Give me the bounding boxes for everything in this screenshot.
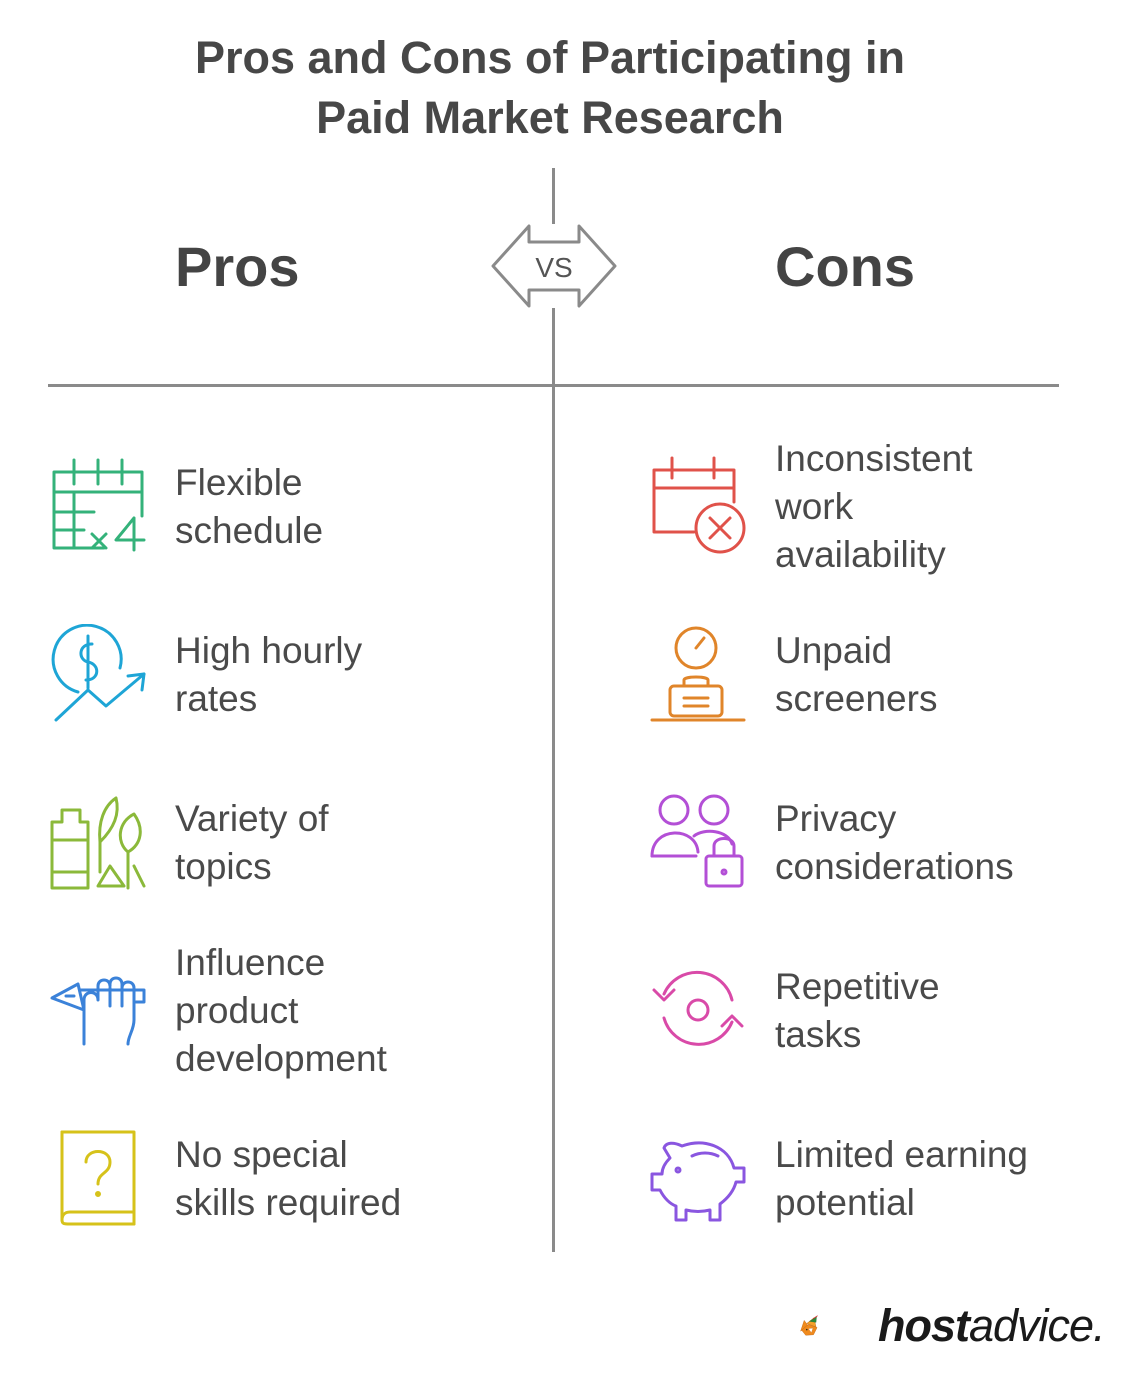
pros-item-influence-product-development: Influence product development xyxy=(175,942,387,1079)
question-book-icon xyxy=(60,1130,136,1226)
vertical-divider-main xyxy=(552,308,555,1252)
logo-bold: host xyxy=(878,1300,970,1351)
piggy-bank-icon xyxy=(650,1141,746,1222)
assorted-items-icon xyxy=(50,796,146,890)
cons-item-limited-earning-potential: Limited earning potential xyxy=(775,1134,1028,1223)
cons-item-repetitive-tasks: Repetitive tasks xyxy=(775,966,940,1055)
title-line-2: Paid Market Research xyxy=(316,92,784,143)
vertical-divider-top xyxy=(552,168,555,224)
timer-briefcase-icon xyxy=(650,626,746,722)
cycle-arrows-icon xyxy=(652,970,744,1046)
fox-mascot-icon xyxy=(800,1315,818,1336)
title-line-1: Pros and Cons of Participating in xyxy=(194,32,906,83)
cons-item-unpaid-screeners: Unpaid screeners xyxy=(775,630,938,719)
hostadvice-logo: hostadvice. xyxy=(878,1298,1106,1354)
logo-light: advice. xyxy=(969,1300,1106,1351)
pros-heading: Pros xyxy=(175,235,300,298)
hand-pen-icon xyxy=(50,976,146,1046)
calendar-cancel-icon xyxy=(652,456,746,554)
dollar-growth-icon xyxy=(51,624,146,722)
vs-badge: VS xyxy=(491,224,617,308)
pros-item-no-special-skills: No special skills required xyxy=(175,1134,402,1223)
page-title: Pros and Cons of Participating in Paid M… xyxy=(0,28,1100,148)
vs-label: VS xyxy=(535,252,572,283)
pros-item-flexible-schedule: Flexible schedule xyxy=(175,462,324,551)
cons-item-inconsistent-work: Inconsistent work availability xyxy=(775,438,973,575)
pros-item-variety-of-topics: Variety of topics xyxy=(175,798,329,887)
cons-heading: Cons xyxy=(775,235,915,298)
users-lock-icon xyxy=(650,794,744,888)
calendar-x4-icon xyxy=(52,458,146,552)
cons-item-privacy-considerations: Privacy considerations xyxy=(775,798,1014,887)
horizontal-divider xyxy=(48,384,1059,387)
pros-item-high-hourly-rates: High hourly rates xyxy=(175,630,363,719)
